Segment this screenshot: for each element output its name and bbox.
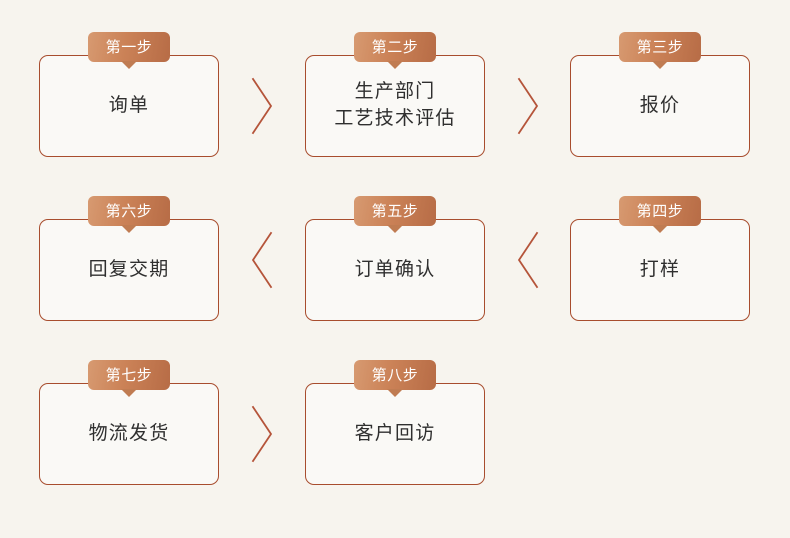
step-badge-label: 第五步 — [371, 202, 419, 220]
chevron-left-icon — [249, 231, 275, 289]
step-badge-label: 第八步 — [371, 366, 419, 384]
step-badge-tail-icon — [121, 389, 137, 397]
step-badge-tail-icon — [121, 225, 137, 233]
step-badge: 第二步 — [354, 32, 436, 69]
step-label: 报价 — [639, 94, 681, 116]
step-label: 打样 — [639, 258, 681, 280]
step-badge-label: 第一步 — [105, 38, 153, 56]
step-node[interactable]: 第七步物流发货 — [39, 360, 219, 485]
step-label: 回复交期 — [88, 258, 170, 280]
step-badge-label: 第三步 — [636, 38, 684, 56]
step-badge-label: 第七步 — [105, 366, 153, 384]
step-node[interactable]: 第八步客户回访 — [305, 360, 485, 485]
step-badge-tail-icon — [387, 61, 403, 69]
step-badge: 第一步 — [88, 32, 170, 69]
step-badge: 第七步 — [88, 360, 170, 397]
step-badge-tail-icon — [387, 225, 403, 233]
step-badge: 第五步 — [354, 196, 436, 233]
step-node[interactable]: 第四步打样 — [570, 196, 750, 321]
step-label: 客户回访 — [354, 422, 436, 444]
step-node[interactable]: 第三步报价 — [570, 32, 750, 157]
step-badge-label: 第二步 — [371, 38, 419, 56]
chevron-right-icon — [249, 77, 275, 135]
step-badge-tail-icon — [652, 61, 668, 69]
step-label: 物流发货 — [88, 422, 170, 444]
step-node[interactable]: 第一步询单 — [39, 32, 219, 157]
step-node[interactable]: 第六步回复交期 — [39, 196, 219, 321]
step-badge-tail-icon — [652, 225, 668, 233]
chevron-left-icon — [515, 231, 541, 289]
chevron-right-icon — [249, 405, 275, 463]
step-badge-label: 第四步 — [636, 202, 684, 220]
step-badge: 第四步 — [619, 196, 701, 233]
step-label: 生产部门 工艺技术评估 — [334, 81, 456, 129]
step-badge-tail-icon — [121, 61, 137, 69]
chevron-right-icon — [515, 77, 541, 135]
step-node[interactable]: 第二步生产部门 工艺技术评估 — [305, 32, 485, 157]
step-node[interactable]: 第五步订单确认 — [305, 196, 485, 321]
step-label: 订单确认 — [354, 258, 436, 280]
step-badge: 第三步 — [619, 32, 701, 69]
step-badge-tail-icon — [387, 389, 403, 397]
step-badge-label: 第六步 — [105, 202, 153, 220]
step-badge: 第六步 — [88, 196, 170, 233]
step-badge: 第八步 — [354, 360, 436, 397]
step-label: 询单 — [108, 94, 150, 116]
